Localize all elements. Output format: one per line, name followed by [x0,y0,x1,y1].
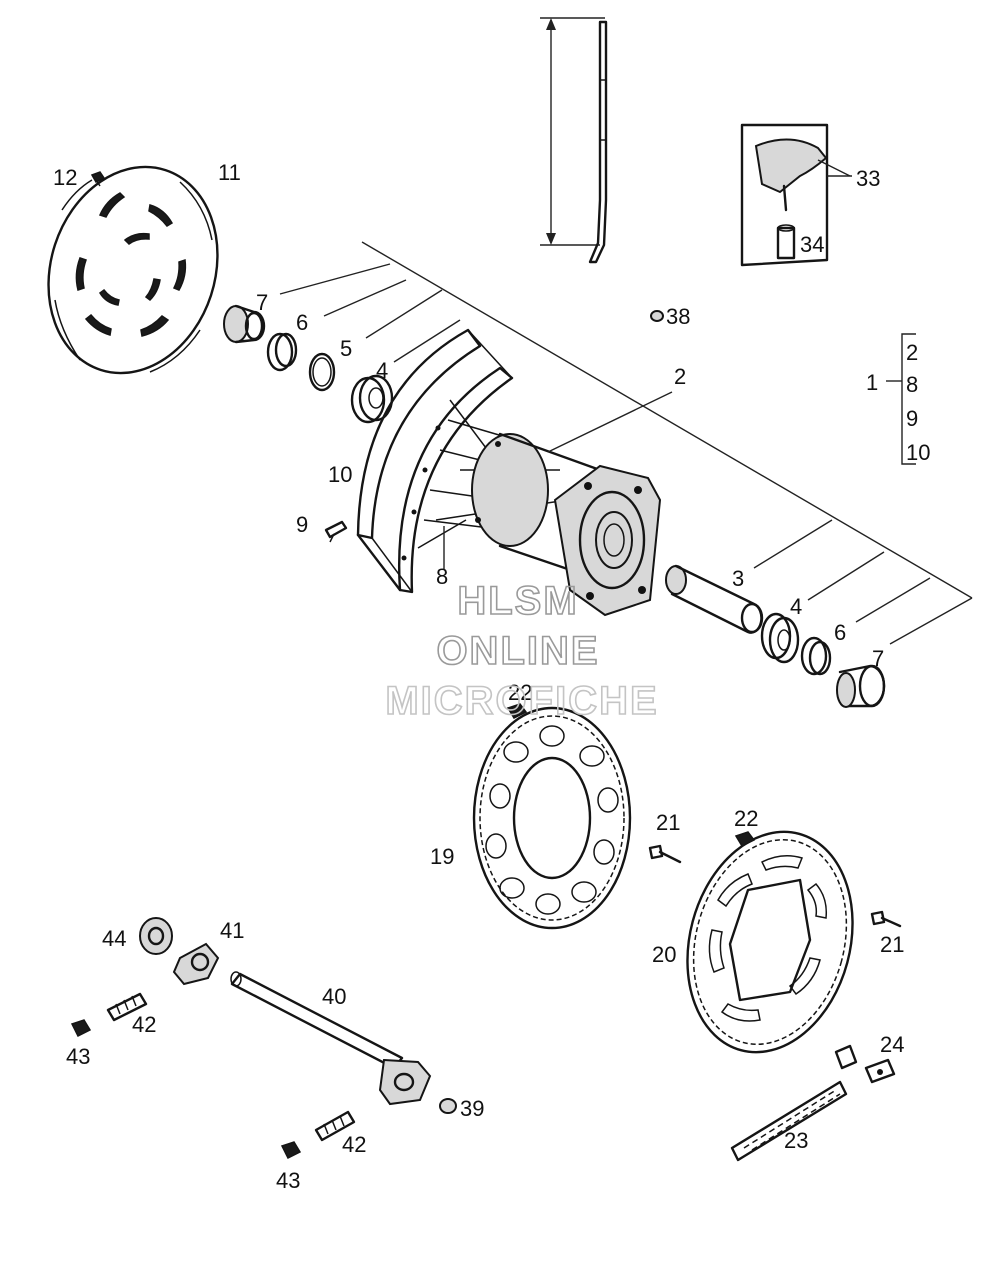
leader-lines [279,159,973,645]
label-41: 41 [220,918,244,943]
group-label-2: 2 [906,340,918,365]
plug-39 [439,1098,457,1114]
bolt-21a [648,844,682,864]
label-6-right: 6 [834,620,846,645]
label-23: 23 [784,1128,808,1153]
spoke-length-gauge [540,17,605,246]
label-40: 40 [322,984,346,1009]
label-19: 19 [430,844,454,869]
label-21-upper: 21 [656,810,680,835]
sprocket-20 [686,830,854,1054]
nut-43a [70,1019,92,1038]
watermark-line-1: HLSM [457,579,578,623]
label-21-lower: 21 [880,932,904,957]
spacer-tube [665,564,764,634]
callout-labels: 12 11 7 6 5 4 38 2 1 2 8 9 10 10 9 8 3 4… [53,160,930,1193]
label-43-upper: 43 [66,1044,90,1069]
wheel-rim [356,328,514,594]
label-1: 1 [866,370,878,395]
adjust-screw-42b [314,1110,356,1142]
label-9: 9 [296,512,308,537]
label-33: 33 [856,166,880,191]
small-plug [650,310,664,322]
watermark: HLSM ONLINE MICROFICHE [385,578,658,724]
label-42-upper: 42 [132,1012,156,1037]
label-6-left: 6 [296,310,308,335]
label-44: 44 [102,926,126,951]
axle [230,971,432,1106]
sprocket-19 [472,706,632,930]
bolt-21b [870,910,902,928]
washer-44 [139,917,173,955]
circlip [308,352,336,392]
label-2: 2 [674,364,686,389]
label-24: 24 [880,1032,904,1057]
label-4-right: 4 [790,594,802,619]
label-43-lower: 43 [276,1168,300,1193]
brake-disc [47,165,219,375]
label-10: 10 [328,462,352,487]
nut-22a [506,703,528,719]
spacer-right [836,664,886,708]
wheel-hub [471,432,662,617]
label-22-upper: 22 [508,680,532,705]
spacer-left [223,304,266,344]
group-label-8: 8 [906,372,918,397]
bearing-right [760,612,800,664]
label-4-left: 4 [376,358,388,383]
chain-link [834,1044,896,1084]
group-label-9: 9 [906,406,918,431]
label-5: 5 [340,336,352,361]
label-8: 8 [436,564,448,589]
group-label-10: 10 [906,440,930,465]
bearing-left [350,374,394,424]
adjust-screw-42a [106,992,148,1022]
label-20: 20 [652,942,676,967]
spoke-nipple [324,520,348,543]
label-7-left: 7 [256,290,268,315]
watermark-line-2: ONLINE [436,629,599,673]
label-11: 11 [218,160,241,185]
spoke-part [588,20,608,264]
label-34: 34 [800,232,824,257]
label-39: 39 [460,1096,484,1121]
label-3: 3 [732,566,744,591]
label-22-lower: 22 [734,806,758,831]
nut-43b [280,1141,302,1160]
shaft-seal-right [800,636,832,676]
shaft-seal-left [266,332,298,372]
label-7-right: 7 [872,646,884,671]
label-12: 12 [53,165,77,190]
parts-box [740,123,829,267]
watermark-line-3: MICROFICHE [385,679,658,723]
chain [730,1080,848,1162]
axle-block-41 [172,942,220,986]
disc-screw [90,171,106,187]
label-38: 38 [666,304,690,329]
label-42-lower: 42 [342,1132,366,1157]
nut-22b [734,831,756,847]
